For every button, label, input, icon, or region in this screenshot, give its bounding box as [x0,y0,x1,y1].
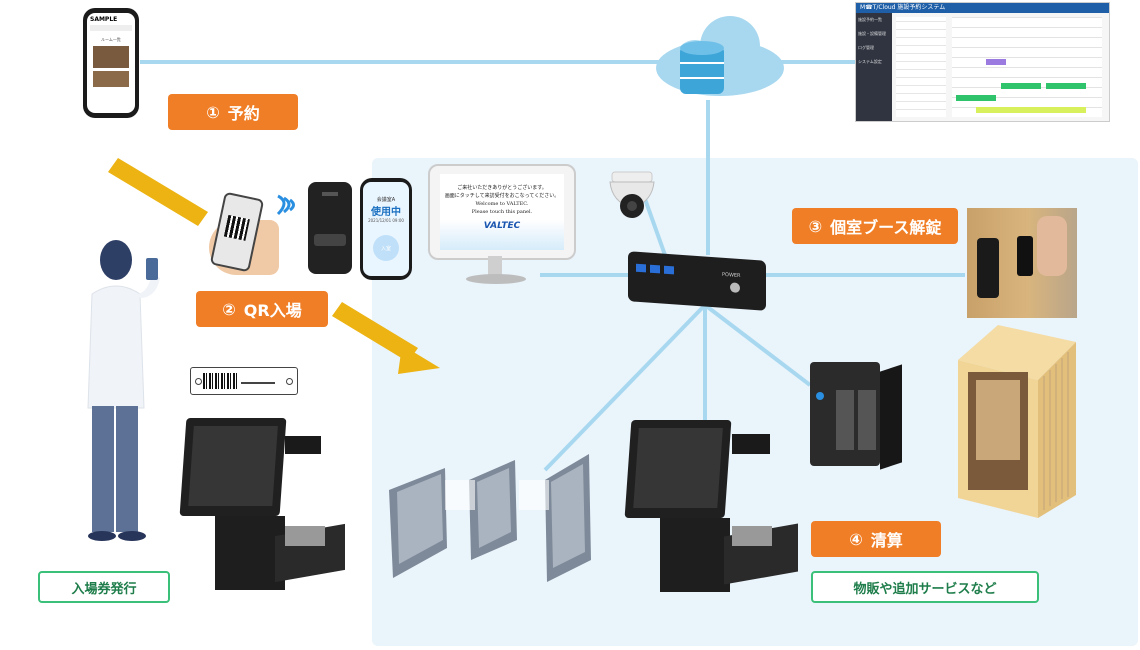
cloud-admin-screen: M☎T/Cloud 施設予約システム 施設予約一覧 施設・設備管理 ログ管理 シ… [855,2,1110,122]
booth-status: 使用中 [371,207,401,218]
step-settlement-badge: ④ 清算 [811,521,941,557]
step-label: 予約 [227,104,260,123]
security-camera [604,168,660,224]
step-number: ③ [808,216,823,236]
door-unlock-photo [967,208,1077,318]
room-photo [93,46,129,68]
power-button-icon [730,282,740,294]
barcode-ticket [190,367,298,395]
cloud-server-icon [650,8,790,108]
step-qr-entry-badge: ② QR入場 [196,291,328,327]
arrow-to-phone [108,158,208,226]
booth-room-name: 会議室A [376,197,396,203]
admin-menu-item: ログ管理 [858,45,874,50]
qr-code-icon [223,214,250,241]
room-photo [93,71,129,87]
booking-smartphone: SAMPLE ルーム一覧 [83,8,139,118]
step-label: QR入場 [243,301,302,320]
app-section: ルーム一覧 [101,37,121,42]
app-title: SAMPLE [90,16,118,23]
step-booth-unlock-badge: ③ 個室ブース解錠 [792,208,958,244]
tablet-line: 画面にタッチして来訪受付をおこなってください。 [444,193,560,199]
admin-menu-item: システム設定 [858,59,882,64]
visitor-person [78,238,166,543]
settlement-kiosk [620,420,806,595]
ticket-kiosk [175,418,355,593]
barcode-icon [203,373,237,389]
tablet-brand: VALTEC [483,221,521,231]
reception-tablet: ご来社いただきありがとうございます。 画面にタッチして来訪受付をおこなってくださ… [428,164,576,286]
booth-time: 2021/12/01 09:00 [368,218,404,223]
admin-sidebar: 施設予約一覧 施設・設備管理 ログ管理 システム設定 [856,13,892,121]
power-label: POWER [722,271,741,280]
step-label: 清算 [870,531,903,550]
smart-lock [308,182,352,274]
admin-header: M☎T/Cloud 施設予約システム [856,3,1109,13]
step-number: ④ [849,529,863,549]
security-gates [385,440,595,585]
ticket-issue-label: 入場券発行 [38,571,170,603]
nas-storage [808,362,904,470]
wifi-icon [274,188,302,222]
step-number: ② [222,299,236,319]
hand-qr-phone [187,190,282,278]
tablet-line: ご来社いただきありがとうございます。 [457,185,547,191]
services-label: 物販や追加サービスなど [811,571,1039,603]
step-reservation-badge: ① 予約 [168,94,298,130]
tablet-line: Welcome to VALTEC. [475,201,529,207]
admin-menu-item: 施設予約一覧 [858,17,882,22]
mini-pc-controller: POWER [628,251,770,314]
step-label: 個室ブース解錠 [830,218,942,237]
private-booth [948,320,1078,520]
step-number: ① [206,102,220,122]
booth-status-phone: 会議室A 使用中 2021/12/01 09:00 入室 [360,178,412,280]
enter-button[interactable]: 入室 [373,235,399,261]
arrow-to-gate [332,302,440,374]
admin-menu-item: 施設・設備管理 [858,31,886,36]
tablet-line: Please touch this panel. [471,209,533,215]
